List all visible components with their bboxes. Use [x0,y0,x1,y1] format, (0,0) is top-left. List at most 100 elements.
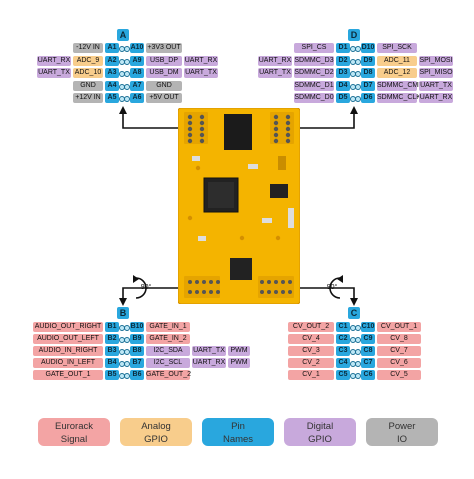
group_a-left-func2: ADC_9 [73,55,103,66]
header-a: A [117,29,129,41]
legend-eurorack-line2: Signal [60,434,88,445]
group_d-right-func1: SDMMC_CLK [377,93,421,103]
group_c-left-func1: CV_3 [288,346,334,356]
pin-dot [124,349,130,355]
legend-digital-line1: Digital [306,421,334,432]
pin-dot [355,361,361,367]
group_b-left-func1: AUDIO_IN_LEFT [33,358,103,368]
arrow-a [122,112,178,129]
pin-dot [355,46,361,52]
pin-dot [355,325,361,331]
group_c-left-pin: C1 [336,322,350,332]
group_a-left-pin: A4 [105,80,119,91]
legend-pins-line1: Pin [231,421,245,432]
daisy-patch-board [178,108,300,304]
group_b-left-func1: AUDIO_OUT_LEFT [33,334,103,344]
group_c-right-pin: C6 [361,370,375,380]
group_a-right-func1: GND [146,80,182,91]
group_b-left-pin: B1 [105,322,119,332]
pin-dot [124,71,130,77]
legend-digital-line2: GPIO [308,434,332,445]
group_c-right-pin: C7 [361,358,375,368]
group_c-left-pin: C2 [336,334,350,344]
group_a-right-pin: A7 [130,80,144,91]
group_a-right-pin: A10 [130,43,144,53]
group_a-left-pin: A2 [105,55,119,66]
group_b-right-func1: I2C_SCL [146,358,190,368]
group_d-right-func2: UART_RX [419,93,453,103]
pin-dot [124,337,130,343]
arrow-c [300,287,355,300]
group_b-right-func1: GATE_IN_2 [146,334,190,344]
pin-dot [124,96,130,102]
group_b-left-pin: B4 [105,358,119,368]
group_d-right-func2: UART_TX [419,80,453,91]
group_c-left-pin: C3 [336,346,350,356]
group_b-right-func1: GATE_OUT_2 [146,370,191,380]
group_a-left-pin: A3 [105,68,119,78]
group_a-right-pin: A8 [130,68,144,78]
group_c-left-func1: CV_1 [288,370,334,380]
group_c-left-pin: C5 [336,370,350,380]
group_c-right-pin: C10 [361,322,375,332]
group_a-left-pin: A1 [105,43,119,53]
group_a-right-func1: USB_DP [146,55,182,66]
pin-dot [355,83,361,90]
group_b-right-func1: GATE_IN_1 [146,322,190,332]
group_c-right-func1: CV_6 [377,358,421,368]
group_c-left-func1: CV_4 [288,334,334,344]
legend-analog-line1: Analog [141,421,171,432]
group_d-left-func2: SDMMC_D3 [294,55,334,66]
group_b-right-pin: B8 [130,346,144,356]
pin-dot [124,83,130,90]
group_c-right-func1: CV_8 [377,334,421,344]
pin-dot [355,349,361,355]
group_a-left-func2: GND [73,80,103,91]
group_b-right-pin: B6 [130,370,144,380]
group_d-left-pin: D4 [336,80,350,91]
group_d-left-pin: D3 [336,68,350,78]
group_b-left-func1: GATE_OUT_1 [33,370,103,380]
group_d-left-func2: SDMMC_D1 [294,80,334,91]
group_a-right-func2: UART_RX [184,55,218,66]
group_d-right-func2: SPI_MOSI [419,55,453,66]
group_d-left-func1: UART_RX [258,55,292,66]
legend-pins-line2: Names [222,434,254,445]
group_a-right-func1: +3V3 OUT [146,43,182,53]
pin-dot [124,325,130,331]
group_b-right-pin: B7 [130,358,144,368]
pin-dot [355,58,361,65]
group_a-left-pin: A5 [105,93,119,103]
group_c-right-pin: C9 [361,334,375,344]
pin-dot [355,96,361,102]
arrow-b [122,287,178,300]
group_d-right-func1: SDMMC_CMD [377,80,424,91]
group_b-left-func1: AUDIO_OUT_RIGHT [33,322,103,332]
group_d-right-func1: ADC_11 [377,55,417,66]
group_d-left-func2: SPI_CS [294,43,334,53]
legend-analog-line2: GPIO [144,434,168,445]
group_d-left-pin: D5 [336,93,350,103]
group_c-right-func1: CV_OUT_1 [377,322,421,332]
group_b-right-func3: PWM [228,358,250,368]
header-c: C [348,307,360,319]
group_c-left-func1: CV_OUT_2 [288,322,334,332]
group_c-left-pin: C4 [336,358,350,368]
group_d-right-pin: D9 [361,55,375,66]
group_b-right-func3: PWM [228,346,250,356]
group_d-right-pin: D6 [361,93,375,103]
group_c-left-func1: CV_2 [288,358,334,368]
pin-dot [355,71,361,77]
group_b-right-pin: B10 [130,322,144,332]
group_b-right-func2: UART_TX [192,346,226,356]
arrow-d [300,112,355,129]
pin-dot [124,361,130,367]
group_b-left-func1: AUDIO_IN_RIGHT [33,346,103,356]
group_b-left-pin: B3 [105,346,119,356]
group_d-right-func2: SPI_MISO [419,68,453,78]
